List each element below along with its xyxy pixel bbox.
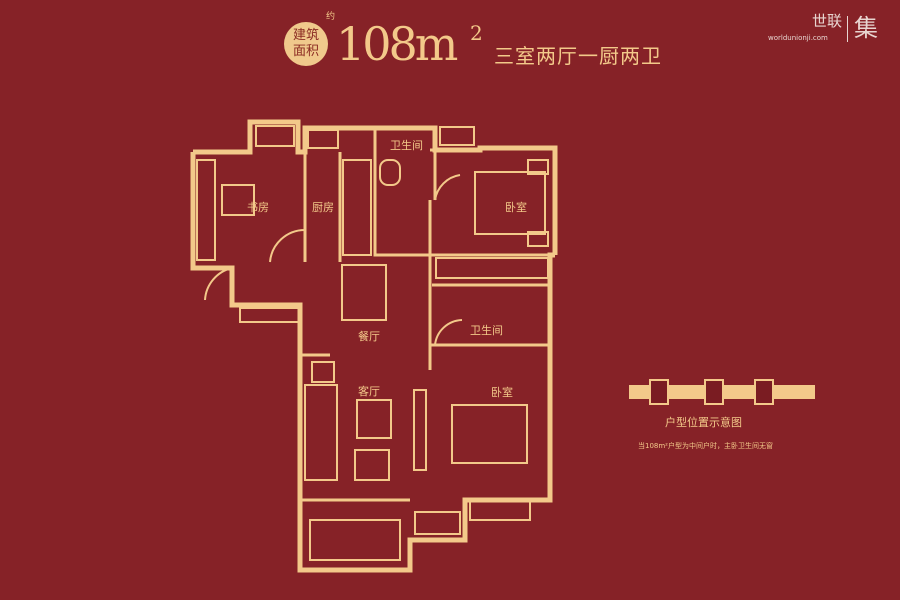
- area-unit-sup: 2: [470, 21, 483, 45]
- room-label-dining: 餐厅: [358, 330, 380, 343]
- logo-suffix: 集: [854, 14, 878, 42]
- bay-window: [414, 511, 461, 535]
- door-swings: [204, 174, 463, 346]
- unit-marker: [649, 379, 669, 405]
- outer-wall-top: [193, 119, 558, 255]
- position-note: 当108m²户型为中间户时，主卧卫生间无窗: [638, 442, 773, 450]
- unit-marker: [704, 379, 724, 405]
- room-label-bath1: 卫生间: [390, 139, 423, 152]
- interior-walls: [300, 130, 552, 502]
- window-dining: [239, 307, 301, 323]
- window-bedroom1: [439, 126, 475, 146]
- armchair: [354, 449, 390, 481]
- toilet-1: [379, 159, 401, 186]
- layout-type: 三室两厅一厨两卫: [494, 44, 662, 68]
- nightstand: [527, 159, 549, 175]
- unit-marker: [754, 379, 774, 405]
- dining-table: [341, 264, 387, 321]
- bay-study: [196, 159, 216, 261]
- logo-name: 世联: [812, 12, 843, 30]
- logo-url: worldunionji.com: [768, 34, 828, 42]
- room-label-bedroom1: 卧室: [505, 201, 527, 214]
- badge-prefix: 约: [326, 12, 336, 22]
- area-value: 108m: [336, 17, 458, 71]
- wardrobe: [435, 257, 549, 279]
- room-label-study: 书房: [247, 201, 269, 214]
- counter-kitchen: [342, 159, 372, 256]
- window-bedroom2: [469, 499, 531, 521]
- bed-2: [451, 404, 528, 464]
- logo-divider: [847, 16, 848, 42]
- room-label-bedroom2: 卧室: [491, 386, 513, 399]
- desk-study: [221, 184, 255, 216]
- room-label-living: 客厅: [358, 385, 380, 398]
- tv-cabinet: [413, 389, 427, 471]
- sofa: [304, 384, 338, 481]
- badge-line1: 建筑: [292, 28, 319, 43]
- position-title: 户型位置示意图: [665, 416, 742, 429]
- balcony-furniture: [309, 519, 401, 561]
- area-badge: 建筑面积: [284, 22, 328, 66]
- window-kitchen: [307, 129, 339, 149]
- coffee-table: [356, 399, 392, 439]
- bed-1: [474, 171, 546, 235]
- room-label-bath2: 卫生间: [470, 324, 503, 337]
- badge-line2: 面积: [292, 44, 319, 59]
- nightstand: [527, 231, 549, 247]
- plant: [311, 361, 335, 383]
- room-label-kitchen: 厨房: [312, 201, 334, 214]
- window-study: [255, 125, 295, 147]
